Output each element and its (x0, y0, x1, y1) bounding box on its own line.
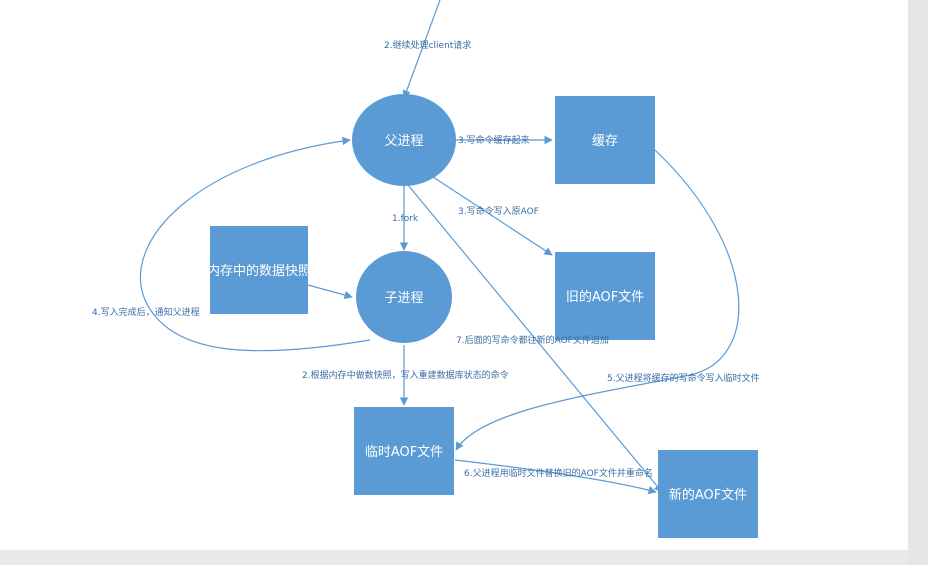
node-child-process (356, 251, 452, 343)
diagram-canvas: 父进程 子进程 缓存 内存中的数据快照 旧的AOF文件 临时AOF文件 新的AO… (0, 0, 908, 550)
label-snapshot-rebuild: 2.根据内存中做数快照，写入重建数据库状态的命令 (302, 369, 509, 381)
node-parent-process (352, 94, 456, 186)
label-cache-commands: 3.写命令缓存起来 (458, 134, 530, 146)
node-buffer (555, 96, 655, 184)
node-snapshot-label: 内存中的数据快照 (207, 263, 311, 279)
node-memory-snapshot (210, 226, 308, 314)
node-child-label: 子进程 (384, 291, 423, 306)
node-temp-aof (354, 407, 454, 495)
edge-snapshot-to-child (307, 284, 353, 300)
label-continue-client: 2.继续处理client请求 (384, 39, 471, 51)
edge-parent-to-old-aof (429, 174, 553, 256)
edge-child-notify-parent (139, 136, 371, 352)
aof-rewrite-diagram: 父进程 子进程 缓存 内存中的数据快照 旧的AOF文件 临时AOF文件 新的AO… (92, 0, 760, 538)
edge-labels: 2.继续处理client请求 3.写命令缓存起来 1.fork 3.写命令写入原… (92, 39, 760, 479)
node-parent-label: 父进程 (384, 134, 423, 149)
node-new-aof-label: 新的AOF文件 (669, 487, 747, 503)
label-buffer-to-temp: 5.父进程将缓存的写命令写入临时文件 (607, 372, 760, 384)
node-temp-aof-label: 临时AOF文件 (365, 445, 443, 460)
bottom-bar (0, 550, 908, 565)
edge-parent-to-new-aof (407, 184, 663, 493)
node-buffer-label: 缓存 (592, 134, 618, 149)
node-new-aof (658, 450, 758, 538)
label-write-old-aof: 3.写命令写入原AOF (458, 205, 539, 217)
label-notify-parent: 4.写入完成后，通知父进程 (92, 306, 200, 318)
vertical-scrollbar[interactable] (908, 0, 928, 565)
edge-temp-to-new-aof (454, 459, 657, 495)
edge-client-requests (402, 0, 441, 99)
node-old-aof-label: 旧的AOF文件 (566, 289, 644, 305)
nodes: 父进程 子进程 缓存 内存中的数据快照 旧的AOF文件 临时AOF文件 新的AO… (207, 94, 758, 538)
label-fork: 1.fork (392, 214, 419, 224)
node-old-aof (555, 252, 655, 340)
label-replace-rename: 6.父进程用临时文件替换旧的AOF文件并重命名 (464, 467, 653, 479)
edge-buffer-to-temp-aof (455, 149, 740, 451)
label-append-new-aof: 7.后面的写命令都往新的AOF文件追加 (456, 334, 609, 346)
edges (139, 0, 740, 495)
